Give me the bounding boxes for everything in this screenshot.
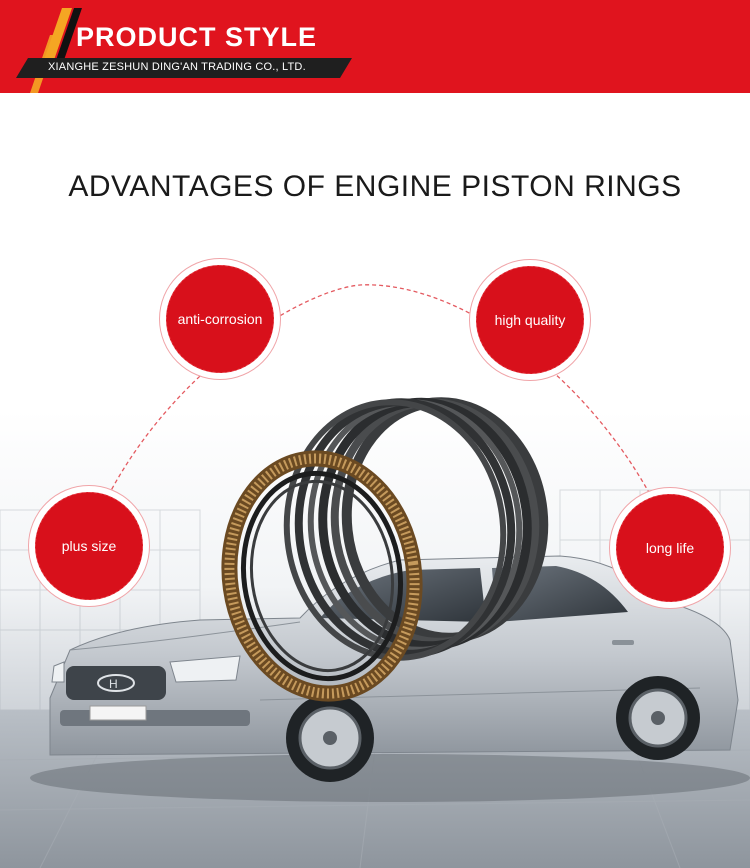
svg-text:H: H xyxy=(109,677,118,691)
header-banner: PRODUCT STYLE XIANGHE ZESHUN DING'AN TRA… xyxy=(0,0,750,93)
feature-bubble-plus-size: plus size xyxy=(35,492,143,600)
feature-label: anti-corrosion xyxy=(177,311,263,327)
banner-title: PRODUCT STYLE xyxy=(76,22,318,52)
product-scene: H ant xyxy=(0,230,750,868)
feature-bubble-high-quality: high quality xyxy=(476,266,584,374)
company-name: XIANGHE ZESHUN DING'AN TRADING CO., LTD. xyxy=(48,61,306,73)
feature-bubble-anti-corrosion: anti-corrosion xyxy=(166,265,274,373)
page-heading: ADVANTAGES OF ENGINE PISTON RINGS xyxy=(68,170,682,203)
feature-label: long life xyxy=(645,540,695,556)
company-bar: XIANGHE ZESHUN DING'AN TRADING CO., LTD. xyxy=(0,58,352,78)
feature-label: high quality xyxy=(494,312,566,328)
slash-stripes-decoration xyxy=(30,8,82,93)
feature-label: plus size xyxy=(61,538,117,554)
feature-bubble-long-life: long life xyxy=(616,494,724,602)
